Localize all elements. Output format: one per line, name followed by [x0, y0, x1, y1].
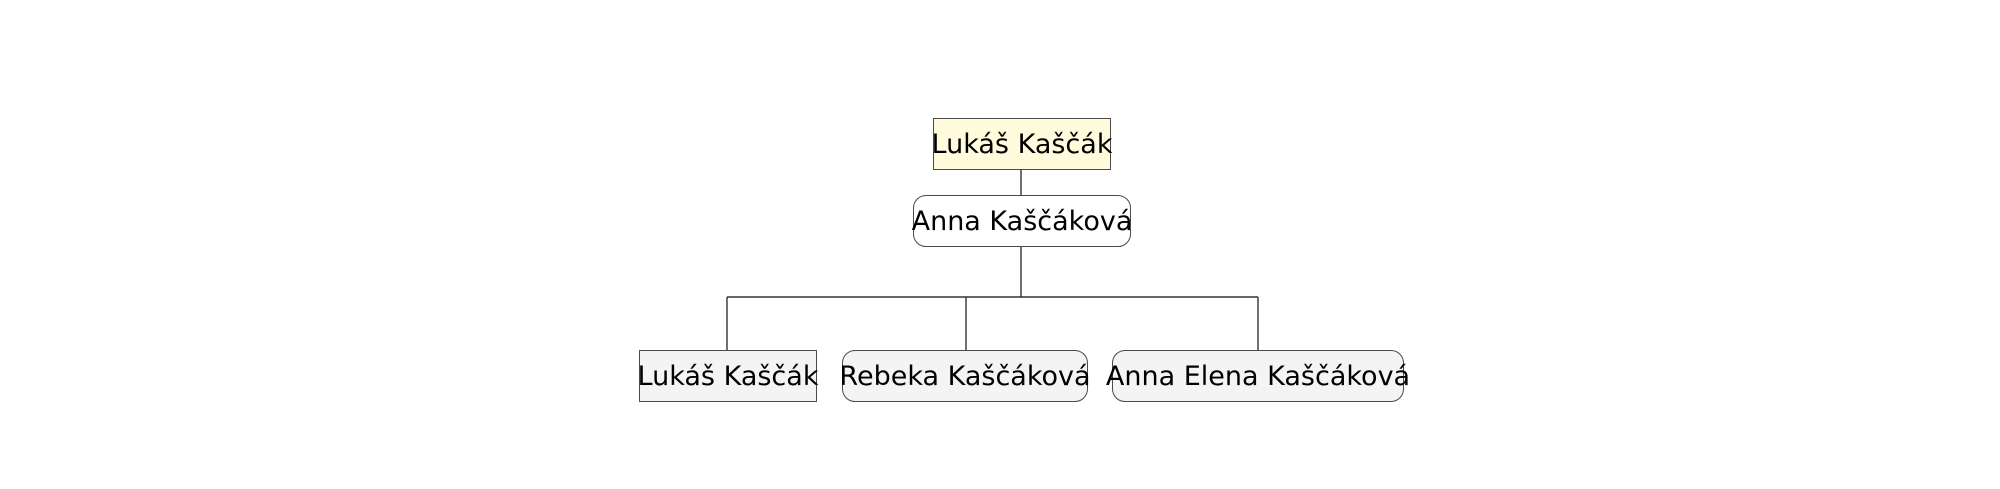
- child-node-1: Lukáš Kaščák: [637, 350, 819, 402]
- child-name-2: Rebeka Kaščáková: [839, 360, 1091, 392]
- spouse-name: Anna Kaščáková: [911, 205, 1133, 237]
- child-node-3: Anna Elena Kaščáková: [1106, 350, 1410, 402]
- child-name-3: Anna Elena Kaščáková: [1105, 360, 1411, 392]
- child-node-2: Rebeka Kaščáková: [839, 350, 1091, 402]
- child-name-1: Lukáš Kaščák: [637, 360, 819, 392]
- root-person-name: Lukáš Kaščák: [931, 128, 1113, 160]
- root-person-node: Lukáš Kaščák: [931, 118, 1113, 170]
- spouse-node: Anna Kaščáková: [911, 195, 1133, 247]
